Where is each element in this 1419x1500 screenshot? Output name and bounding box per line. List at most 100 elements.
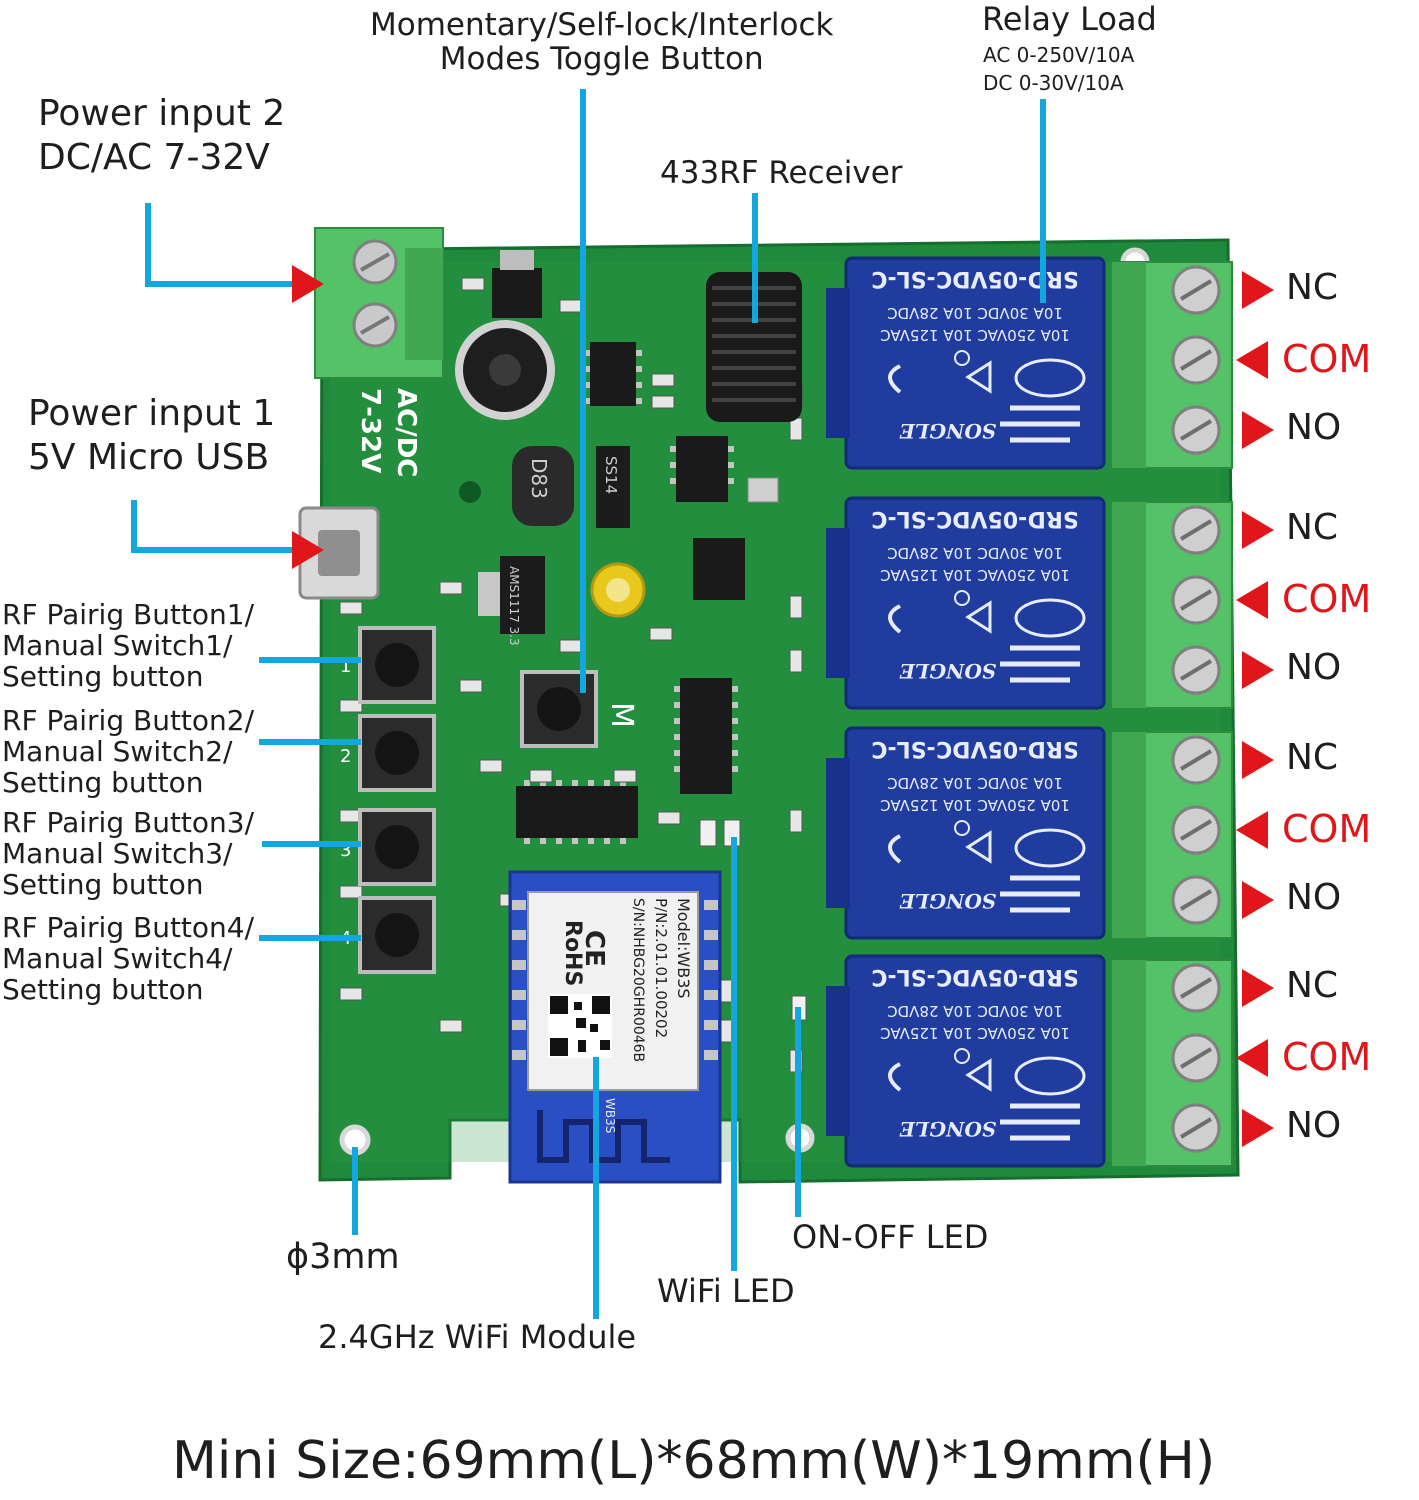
relay-side	[826, 528, 850, 678]
module-sn: S/N:NHBG20GHR0046B	[630, 898, 646, 1062]
relay-1: SRD-05VDC-SL-C 10A 30VDC 10A 28VDC 10A 250…	[826, 256, 1106, 470]
module-base: WB3S	[603, 1098, 617, 1133]
rf-button-3-label: RF Pairig Button3/ Manual Switch3/ Setti…	[2, 806, 255, 901]
relay-3: SRD-05VDC-SL-C 10A 30VDC 10A 28VDC 10A 250…	[826, 726, 1106, 940]
relay-marking: SRD-05VDC-SL-C	[871, 266, 1078, 291]
svg-text:AMS1117 3.3: AMS1117 3.3	[507, 566, 521, 646]
relays-layer: SRD-05VDC-SL-C 10A 30VDC 10A 28VDC 10A 250…	[826, 256, 1233, 1168]
relay-load-title: Relay Load	[982, 0, 1157, 38]
rf-button-4-label: RF Pairig Button4/ Manual Switch4/ Setti…	[2, 911, 255, 1006]
mode-button-silk: M	[604, 702, 639, 728]
rf-receiver-label: 433RF Receiver	[660, 155, 903, 191]
arrow-power-input-2	[292, 265, 324, 303]
power-terminal	[314, 227, 444, 379]
terminal-block-3	[1111, 731, 1233, 939]
terminal-no-label-4: NO	[1286, 1105, 1342, 1146]
relay-marking: SRD-05VDC-SL-C	[871, 736, 1078, 761]
relay-brand: SONGLE	[899, 659, 996, 683]
relay-side	[826, 288, 850, 438]
terminal-no-label-1: NO	[1286, 407, 1342, 448]
arrow-com-3	[1236, 811, 1268, 849]
button-number-1: 1	[340, 656, 351, 677]
button-number-2: 2	[340, 746, 351, 767]
tact-switch-2	[358, 714, 436, 792]
arrow-power-input-1	[292, 531, 324, 569]
relay-brand: SONGLE	[899, 419, 996, 443]
relay-triangle-mark	[965, 360, 992, 394]
relay-rating-ac: 10A 250VAC 10A 125VAC	[880, 796, 1070, 814]
arrow-com-4	[1236, 1039, 1268, 1077]
ul-mark	[888, 604, 902, 634]
power-silk-line1: AC/DC	[391, 388, 421, 477]
songle-logo-mark	[1000, 1103, 1080, 1141]
relay-marking: SRD-05VDC-SL-C	[871, 964, 1078, 989]
regulator-chip	[492, 268, 542, 318]
terminal-com-label-2: COM	[1282, 577, 1372, 621]
relay-rating-ac: 10A 250VAC 10A 125VAC	[880, 1024, 1070, 1042]
arrow-nc-4	[1242, 969, 1274, 1007]
wifi-led-chip	[699, 819, 717, 847]
relay-dot	[954, 1048, 970, 1064]
module-pn: P/N:2.01.01.00202	[652, 898, 670, 1038]
electrolytic-capacitor	[455, 320, 555, 420]
ul-mark	[888, 364, 902, 394]
module-model: Model:WB3S	[674, 898, 693, 999]
on-off-led-label: ON-OFF LED	[792, 1218, 989, 1256]
relay-rating-dc: 10A 30VDC 10A 28VDC	[887, 774, 1063, 792]
relay-brand: SONGLE	[899, 889, 996, 913]
mounting-hole-mid-left	[459, 481, 481, 503]
arrow-no-2	[1242, 651, 1274, 689]
relay-rating-ac: 10A 250VAC 10A 125VAC	[880, 566, 1070, 584]
power-silk-line2: 7-32V	[355, 388, 385, 473]
ul-mark	[888, 834, 902, 864]
terminal-nc-label-2: NC	[1286, 507, 1339, 548]
terminal-nc-label-1: NC	[1286, 267, 1339, 308]
diode: SS14	[596, 446, 630, 528]
relay-dot	[954, 820, 970, 836]
relay-rating-ac: 10A 250VAC 10A 125VAC	[880, 326, 1070, 344]
relay-triangle-mark	[965, 600, 992, 634]
relay-side	[826, 986, 850, 1136]
mounting-hole-label: ɸ3mm	[286, 1237, 400, 1277]
crystal	[747, 477, 779, 503]
cqc-mark	[1014, 828, 1086, 868]
cqc-mark	[1014, 1056, 1086, 1096]
relay-dot	[954, 350, 970, 366]
leader-lines	[131, 89, 1046, 1319]
arrow-no-4	[1242, 1109, 1274, 1147]
arrow-com-1	[1236, 341, 1268, 379]
ic-shift-register	[516, 786, 638, 838]
tact-switch-mode	[520, 670, 598, 748]
wifi-led-label: WiFi LED	[657, 1272, 795, 1310]
ic-relay-driver	[680, 678, 732, 794]
leader-power-input-1	[131, 500, 295, 553]
songle-logo-mark	[1000, 645, 1080, 683]
arrow-nc-3	[1242, 741, 1274, 779]
button-number-3: 3	[340, 840, 351, 861]
relay-triangle-mark	[965, 1058, 992, 1092]
relay-load-ac: AC 0-250V/10A	[983, 43, 1135, 67]
qr-code	[548, 994, 612, 1058]
power-input-1-label: Power input 1 5V Micro USB	[28, 393, 276, 478]
module-rohs: RoHS	[560, 920, 585, 986]
ic-mid	[693, 538, 745, 600]
relay-dot	[954, 590, 970, 606]
terminal-block-2	[1111, 501, 1233, 709]
songle-logo-mark	[1000, 875, 1080, 913]
ams1117-regulator: AMS1117 3.3	[478, 556, 545, 646]
tact-switch-4	[358, 896, 436, 974]
terminal-com-label-4: COM	[1282, 1035, 1372, 1079]
arrow-no-3	[1242, 881, 1274, 919]
ul-mark	[888, 1062, 902, 1092]
relay-rating-dc: 10A 30VDC 10A 28VDC	[887, 304, 1063, 322]
svg-text:D83: D83	[527, 458, 551, 499]
power-input-2-label: Power input 2 DC/AC 7-32V	[38, 93, 286, 178]
rf-button-1-label: RF Pairig Button1/ Manual Switch1/ Setti…	[2, 598, 255, 693]
module-ce: CE	[579, 930, 609, 967]
tact-switch-1	[358, 626, 436, 704]
arrow-nc-1	[1242, 271, 1274, 309]
rf-button-2-label: RF Pairig Button2/ Manual Switch2/ Setti…	[2, 704, 255, 799]
terminal-block-4	[1111, 959, 1233, 1167]
